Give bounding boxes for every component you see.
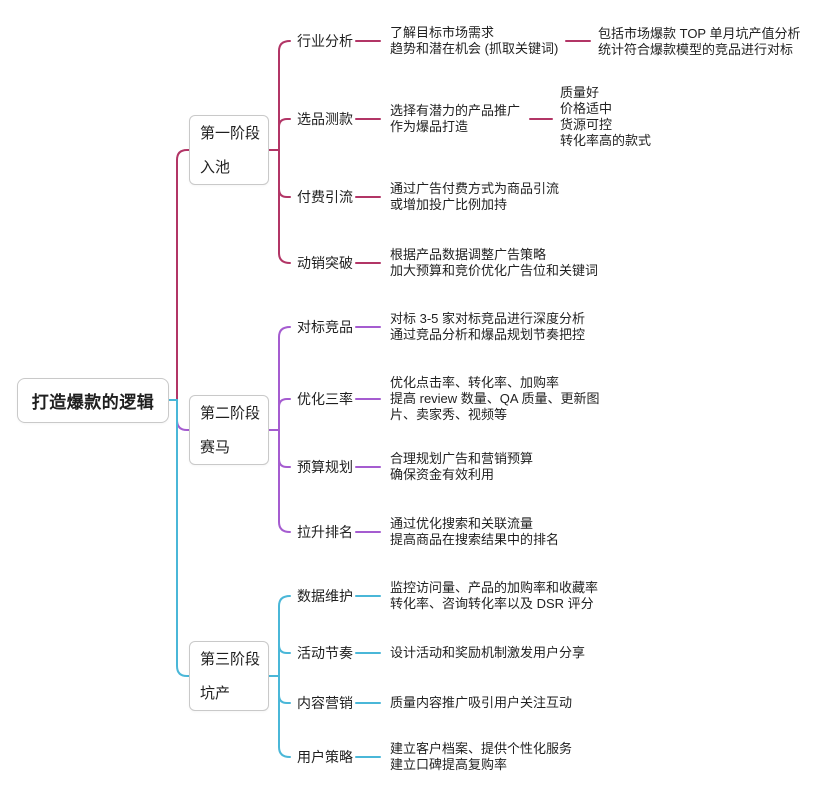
stage3-item2-detail[interactable]: 设计活动和奖励机制激发用户分享 xyxy=(390,645,586,660)
stage1-item2-note[interactable]: 质量好 价格适中 货源可控 转化率高的款式 xyxy=(560,85,652,148)
stage-2-subtitle: 赛马 xyxy=(200,438,231,456)
stage1-item1-keyword[interactable]: 行业分析 xyxy=(297,33,353,49)
stage1-item2-keyword[interactable]: 选品测款 xyxy=(297,111,353,127)
stage2-item1-detail[interactable]: 对标 3-5 家对标竞品进行深度分析 通过竞品分析和爆品规划节奏把控 xyxy=(390,311,586,342)
stage-1-box[interactable]: 第一阶段 入池 xyxy=(189,115,269,185)
stage-2-box[interactable]: 第二阶段 赛马 xyxy=(189,395,269,465)
stage1-item3-keyword[interactable]: 付费引流 xyxy=(297,189,353,205)
stage2-item4-keyword[interactable]: 拉升排名 xyxy=(297,524,353,540)
stage3-connectors xyxy=(165,399,381,758)
stage2-item2-keyword[interactable]: 优化三率 xyxy=(297,391,353,407)
stage2-item1-keyword[interactable]: 对标竞品 xyxy=(297,319,353,335)
stage3-item1-keyword[interactable]: 数据维护 xyxy=(297,588,353,604)
stage-1-name: 第一阶段 xyxy=(200,124,261,142)
stage3-item1-detail[interactable]: 监控访问量、产品的加购率和收藏率 转化率、咨询转化率以及 DSR 评分 xyxy=(390,580,599,611)
stage-3-subtitle: 坑产 xyxy=(200,684,231,702)
stage3-item4-keyword[interactable]: 用户策略 xyxy=(297,749,353,765)
stage1-item2-detail[interactable]: 选择有潜力的产品推广 作为爆品打造 xyxy=(390,103,521,134)
stage1-item1-note[interactable]: 包括市场爆款 TOP 单月坑产值分析 统计符合爆款模型的竞品进行对标 xyxy=(598,26,801,57)
stage3-item4-detail[interactable]: 建立客户档案、提供个性化服务 建立口碑提高复购率 xyxy=(390,741,573,772)
stage-3-box[interactable]: 第三阶段 坑产 xyxy=(189,641,269,711)
stage1-item4-keyword[interactable]: 动销突破 xyxy=(297,255,353,271)
stage-2-name: 第二阶段 xyxy=(200,404,261,422)
root-topic[interactable]: 打造爆款的逻辑 xyxy=(17,378,169,423)
stage-3-name: 第三阶段 xyxy=(200,650,261,668)
stage3-item3-keyword[interactable]: 内容营销 xyxy=(297,695,353,711)
stage3-item2-keyword[interactable]: 活动节奏 xyxy=(297,645,353,661)
stage2-item3-keyword[interactable]: 预算规划 xyxy=(297,459,353,475)
stage2-item2-detail[interactable]: 优化点击率、转化率、加购率 提高 review 数量、QA 质量、更新图 片、卖… xyxy=(390,375,600,422)
stage1-connectors xyxy=(176,40,591,401)
stage1-item4-detail[interactable]: 根据产品数据调整广告策略 加大预算和竞价优化广告位和关键词 xyxy=(390,247,599,278)
stage2-item3-detail[interactable]: 合理规划广告和营销预算 确保资金有效利用 xyxy=(390,451,534,482)
stage2-item4-detail[interactable]: 通过优化搜索和关联流量 提高商品在搜索结果中的排名 xyxy=(390,516,560,547)
stage1-item3-detail[interactable]: 通过广告付费方式为商品引流 或增加投广比例加持 xyxy=(390,181,560,212)
stage3-item3-detail[interactable]: 质量内容推广吸引用户关注互动 xyxy=(390,695,573,710)
stage1-item1-detail[interactable]: 了解目标市场需求 趋势和潜在机会 (抓取关键词) xyxy=(390,25,559,56)
stage-1-subtitle: 入池 xyxy=(200,158,231,176)
